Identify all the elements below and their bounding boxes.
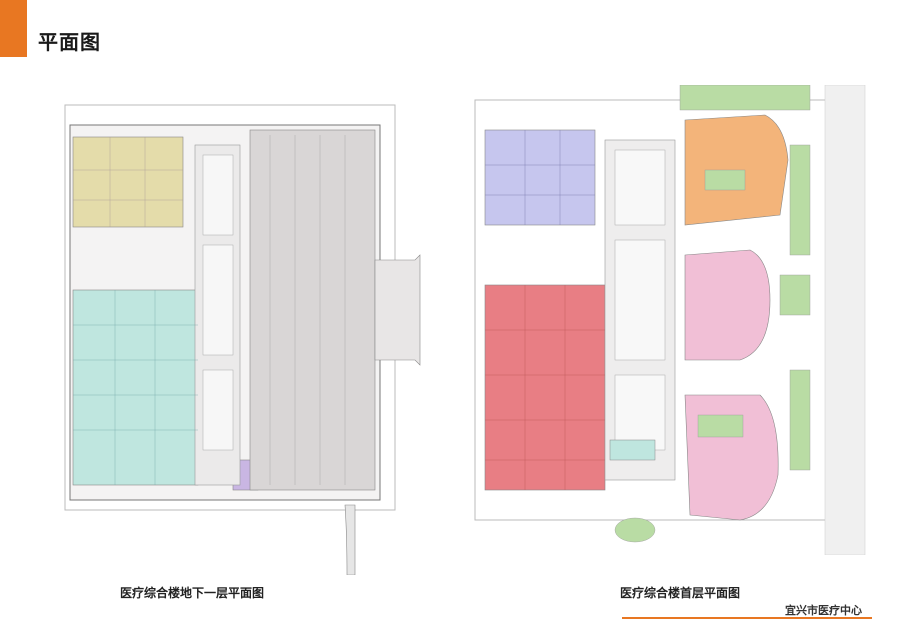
footer-org-name: 宜兴市医疗中心 [785, 604, 862, 617]
ground-floor-plan [470, 85, 870, 555]
footer-accent-line [622, 617, 872, 619]
basement-plan-caption: 医疗综合楼地下一层平面图 [120, 586, 265, 600]
title-accent-bar [0, 0, 27, 57]
ground-plan-caption: 医疗综合楼首层平面图 [620, 586, 741, 600]
page-title: 平面图 [38, 30, 101, 54]
basement-floor-plan [55, 95, 425, 575]
